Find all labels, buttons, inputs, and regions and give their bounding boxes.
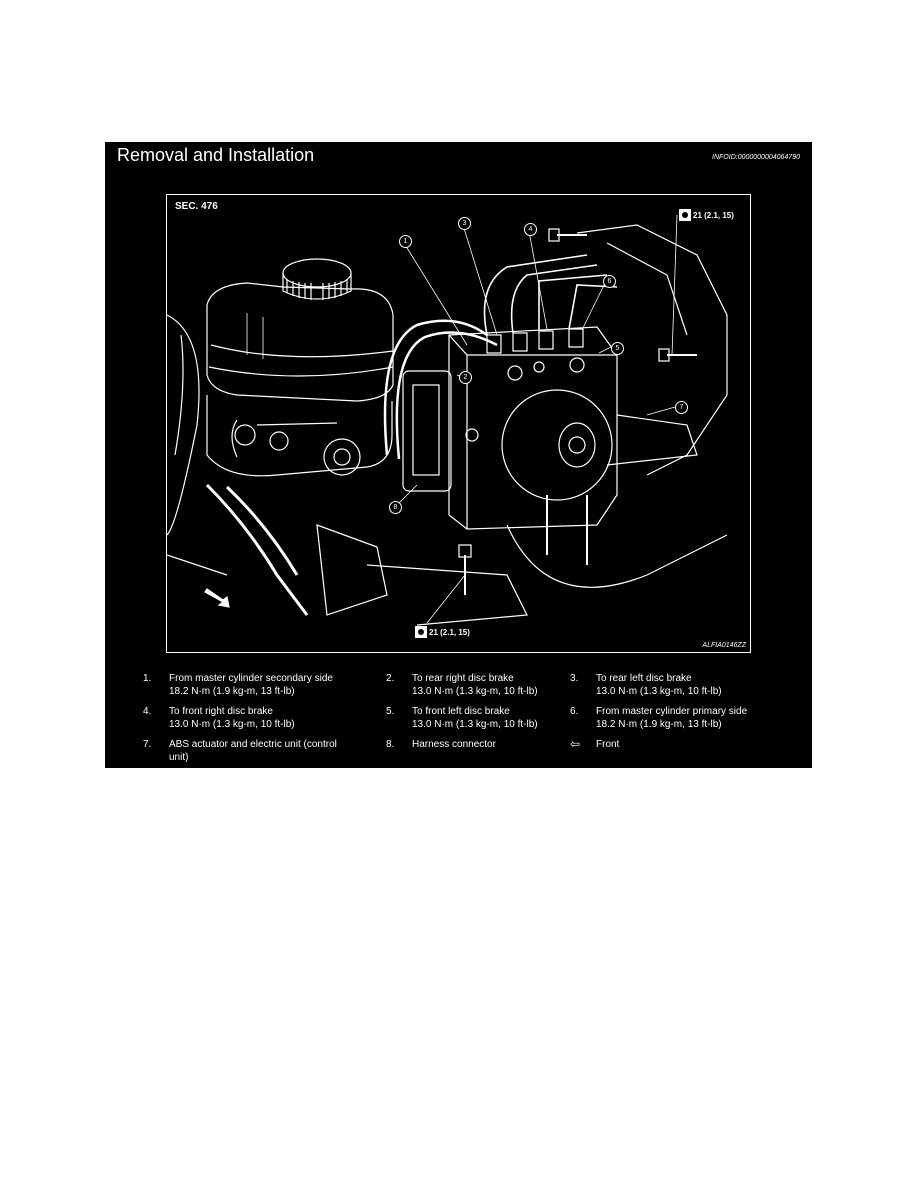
legend-number: 2. — [386, 673, 395, 684]
legend-number: 7. — [143, 739, 152, 750]
section-title: Removal and Installation — [117, 145, 315, 165]
callout-2: 2 — [459, 371, 472, 384]
legend-label: To front left disc brake — [412, 706, 510, 717]
legend-torque: 18.2 N·m (1.9 kg-m, 13 ft-lb) — [169, 686, 295, 697]
front-arrow-icon: ⇦ — [570, 737, 581, 751]
legend-torque: 13.0 N·m (1.3 kg-m, 10 ft-lb) — [412, 686, 538, 697]
torque-spec-top-value: 21 (2.1, 15) — [693, 210, 734, 220]
legend-label: From master cylinder secondary side — [169, 673, 333, 684]
engine-bay-drawing — [167, 214, 728, 626]
legend-number: 8. — [386, 739, 395, 750]
abs-actuator-illustration: SEC. 476 ALFIA0146ZZ 21 (2.1, 15) 21 (2.… — [166, 194, 751, 653]
legend-torque: 13.0 N·m (1.3 kg-m, 10 ft-lb) — [412, 719, 538, 730]
legend-number: 1. — [143, 673, 152, 684]
legend-torque: 13.0 N·m (1.3 kg-m, 10 ft-lb) — [169, 719, 295, 730]
torque-wrench-icon — [679, 209, 691, 221]
legend-number: 5. — [386, 706, 395, 717]
legend-torque: 13.0 N·m (1.3 kg-m, 10 ft-lb) — [596, 686, 722, 697]
legend-label-continued: unit) — [169, 752, 189, 763]
info-id: INFOID:0000000004064790 — [712, 154, 800, 161]
legend-label: Front — [596, 739, 620, 750]
torque-spec-bottom-value: 21 (2.1, 15) — [429, 627, 470, 637]
callout-4: 4 — [524, 223, 537, 236]
torque-spec-top: 21 (2.1, 15) — [679, 209, 734, 221]
legend-label: To rear left disc brake — [596, 673, 692, 684]
legend-number: 4. — [143, 706, 152, 717]
legend-torque: 18.2 N·m (1.9 kg-m, 13 ft-lb) — [596, 719, 722, 730]
torque-spec-bottom: 21 (2.1, 15) — [415, 626, 470, 638]
figure-id: ALFIA0146ZZ — [702, 642, 746, 649]
callout-1: 1 — [399, 235, 412, 248]
legend-number: 3. — [570, 673, 579, 684]
callout-3: 3 — [458, 217, 471, 230]
removal-installation-panel: Removal and Installation INFOID:00000000… — [105, 142, 812, 768]
legend-label: To rear right disc brake — [412, 673, 514, 684]
legend-label: ABS actuator and electric unit (control — [169, 739, 337, 750]
callout-6: 6 — [603, 275, 616, 288]
torque-wrench-icon — [415, 626, 427, 638]
legend-label: Harness connector — [412, 739, 496, 750]
legend-label: From master cylinder primary side — [596, 706, 748, 717]
callout-7: 7 — [675, 401, 688, 414]
legend-number: 6. — [570, 706, 579, 717]
legend-label: To front right disc brake — [169, 706, 273, 717]
callout-8: 8 — [389, 501, 402, 514]
callout-5: 5 — [611, 342, 624, 355]
section-number: SEC. 476 — [175, 201, 218, 212]
